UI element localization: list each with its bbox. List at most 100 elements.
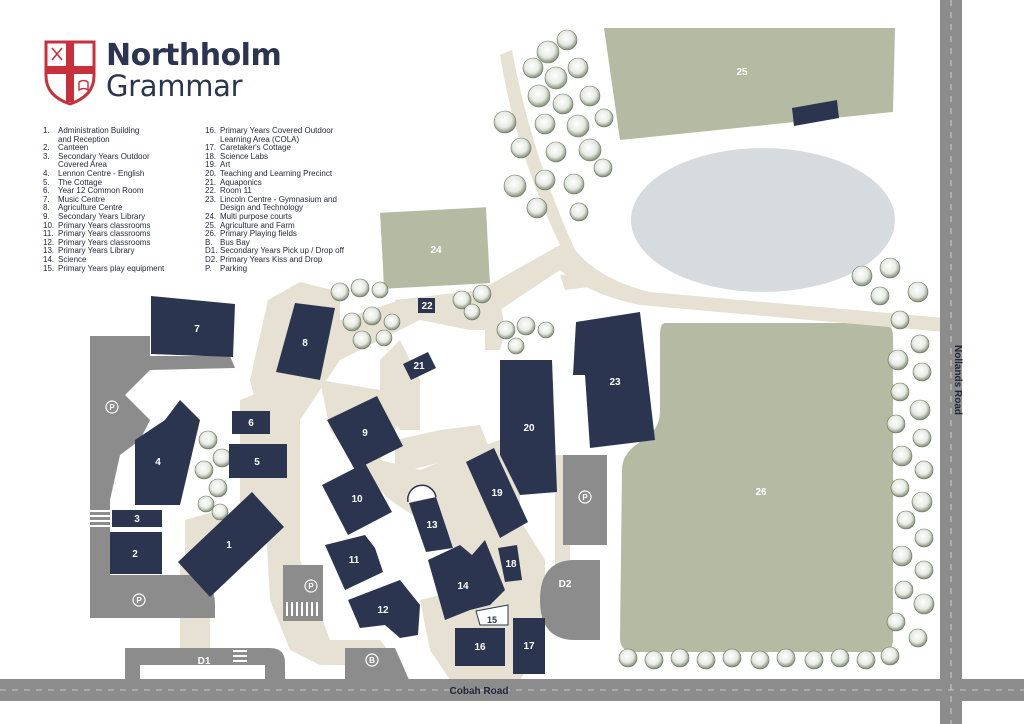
- building-11-label: 11: [349, 555, 360, 566]
- legend-column-1: 1.Administration Building and Reception …: [43, 126, 203, 273]
- building-8-label: 8: [302, 338, 308, 349]
- legend-item: 19.Art: [205, 160, 231, 170]
- legend-item: 5.The Cottage: [43, 177, 103, 187]
- building-1-label: 1: [226, 540, 232, 551]
- building-16[interactable]: [455, 628, 505, 666]
- legend-item: D1.Secondary Years Pick up / Drop off: [205, 246, 344, 256]
- building-17[interactable]: [513, 618, 545, 674]
- buildings: [110, 100, 839, 674]
- building-5[interactable]: [229, 444, 287, 478]
- bus-b-icon: [365, 653, 379, 667]
- sports-oval: [631, 148, 895, 292]
- building-6[interactable]: [232, 411, 270, 434]
- building-14-label: 14: [457, 581, 469, 592]
- legend-item: 4.Lennon Centre - English: [43, 168, 145, 178]
- dropoff-d1-label: D1: [198, 656, 211, 667]
- legend-item: 18.Science Labs: [205, 151, 269, 161]
- building-18-label: 18: [505, 559, 517, 570]
- field-26-label: 26: [755, 487, 767, 498]
- building-20[interactable]: [500, 360, 557, 495]
- parking-label: P: [136, 596, 142, 605]
- field-26[interactable]: [620, 323, 893, 652]
- building-2[interactable]: [110, 532, 162, 574]
- building-23-label: 23: [609, 377, 621, 388]
- building-20-label: 20: [523, 423, 535, 434]
- field-24-label: 24: [430, 245, 442, 256]
- legend-item: 2.Canteen: [43, 143, 89, 153]
- dropoff-d2-label: D2: [559, 579, 572, 590]
- legend-item: 26.Primary Playing fields: [205, 229, 297, 239]
- building-9-label: 9: [362, 428, 368, 439]
- building-18[interactable]: [498, 545, 522, 582]
- legend-item: 21.Aquaponics: [205, 177, 262, 187]
- building-17-label: 17: [523, 641, 535, 652]
- building-12-label: 12: [377, 605, 389, 616]
- legend-item: Covered Area: [58, 160, 107, 170]
- legend-column-2: 16.Primary Years Covered Outdoor Learnin…: [205, 126, 365, 273]
- legend-item: 8.Agriculture Centre: [43, 203, 123, 213]
- building-4-label: 4: [155, 457, 161, 468]
- legend-item: 9.Secondary Years Library: [43, 211, 146, 221]
- legend-item: 1.Administration Building: [43, 126, 140, 135]
- building-11[interactable]: [325, 535, 383, 590]
- building-10-label: 10: [351, 494, 363, 505]
- building-13-label: 13: [426, 520, 438, 531]
- building-22-label: 22: [421, 301, 433, 312]
- legend-item: 11.Primary Years classrooms: [43, 229, 151, 239]
- building-9[interactable]: [327, 396, 403, 470]
- building-19-label: 19: [491, 488, 503, 499]
- tree-cluster-icon: [194, 29, 935, 670]
- legend-item: 23.Lincoln Centre - Gymnasium and: [205, 194, 337, 204]
- building-19[interactable]: [466, 448, 528, 538]
- building-15: [475, 604, 509, 626]
- field-25[interactable]: [604, 28, 895, 140]
- legend-item: D2.Primary Years Kiss and Drop: [205, 254, 323, 264]
- building-22[interactable]: [418, 298, 435, 313]
- building-1[interactable]: [178, 492, 284, 597]
- legend-item: P.Parking: [205, 263, 248, 273]
- legend-item: 3.Secondary Years Outdoor: [43, 151, 150, 161]
- legend-item: 20.Teaching and Learning Precinct: [205, 168, 333, 178]
- legend-item: 7.Music Centre: [43, 194, 106, 204]
- building-16-label: 16: [474, 642, 486, 653]
- building-12[interactable]: [348, 580, 420, 638]
- building-7-label: 7: [194, 324, 200, 335]
- legend-item: 22.Room 11: [205, 186, 252, 196]
- building-15-label: 15: [487, 615, 497, 625]
- building-6-label: 6: [248, 418, 254, 429]
- building-23[interactable]: [573, 312, 655, 448]
- brand-name-line2: Grammar: [106, 69, 243, 103]
- parking-label: P: [582, 493, 588, 502]
- building-3[interactable]: [112, 510, 162, 527]
- building-21[interactable]: [403, 352, 436, 380]
- cobah-road-label: Cobah Road: [450, 686, 509, 697]
- legend-item: 14.Science: [43, 254, 87, 264]
- legend-item: Design and Technology: [220, 203, 304, 213]
- building-21-label: 21: [413, 361, 425, 372]
- building-2-label: 2: [132, 549, 138, 560]
- shield-crest-icon: [44, 40, 96, 106]
- building-8[interactable]: [276, 303, 335, 380]
- brand-logo: Northholm Grammar: [44, 38, 304, 110]
- legend-item: Learning Area (COLA): [220, 134, 300, 144]
- parking-label: P: [109, 403, 115, 412]
- legend-item: 13.Primary Years Library: [43, 246, 135, 256]
- building-7[interactable]: [151, 296, 235, 357]
- bus-bay-label: B: [369, 656, 375, 665]
- legend-item: 12.Primary Years classrooms: [43, 237, 151, 247]
- legend-item: and Reception: [58, 134, 110, 144]
- legend-item: 24.Multi purpose courts: [205, 211, 293, 221]
- building-10[interactable]: [322, 463, 392, 535]
- cobah-road: [0, 679, 1024, 701]
- field-24[interactable]: [380, 207, 490, 289]
- nollands-road-label: Nollands Road: [952, 345, 963, 415]
- building-4[interactable]: [135, 400, 200, 505]
- building-14[interactable]: [428, 540, 505, 620]
- building-5-label: 5: [254, 457, 260, 468]
- legend-item: 10.Primary Years classrooms: [43, 220, 151, 230]
- parking-label: P: [308, 582, 314, 591]
- legend-item: 17.Caretaker's Cottage: [205, 143, 291, 153]
- building-13[interactable]: [409, 497, 453, 552]
- field-25-label: 25: [736, 67, 748, 78]
